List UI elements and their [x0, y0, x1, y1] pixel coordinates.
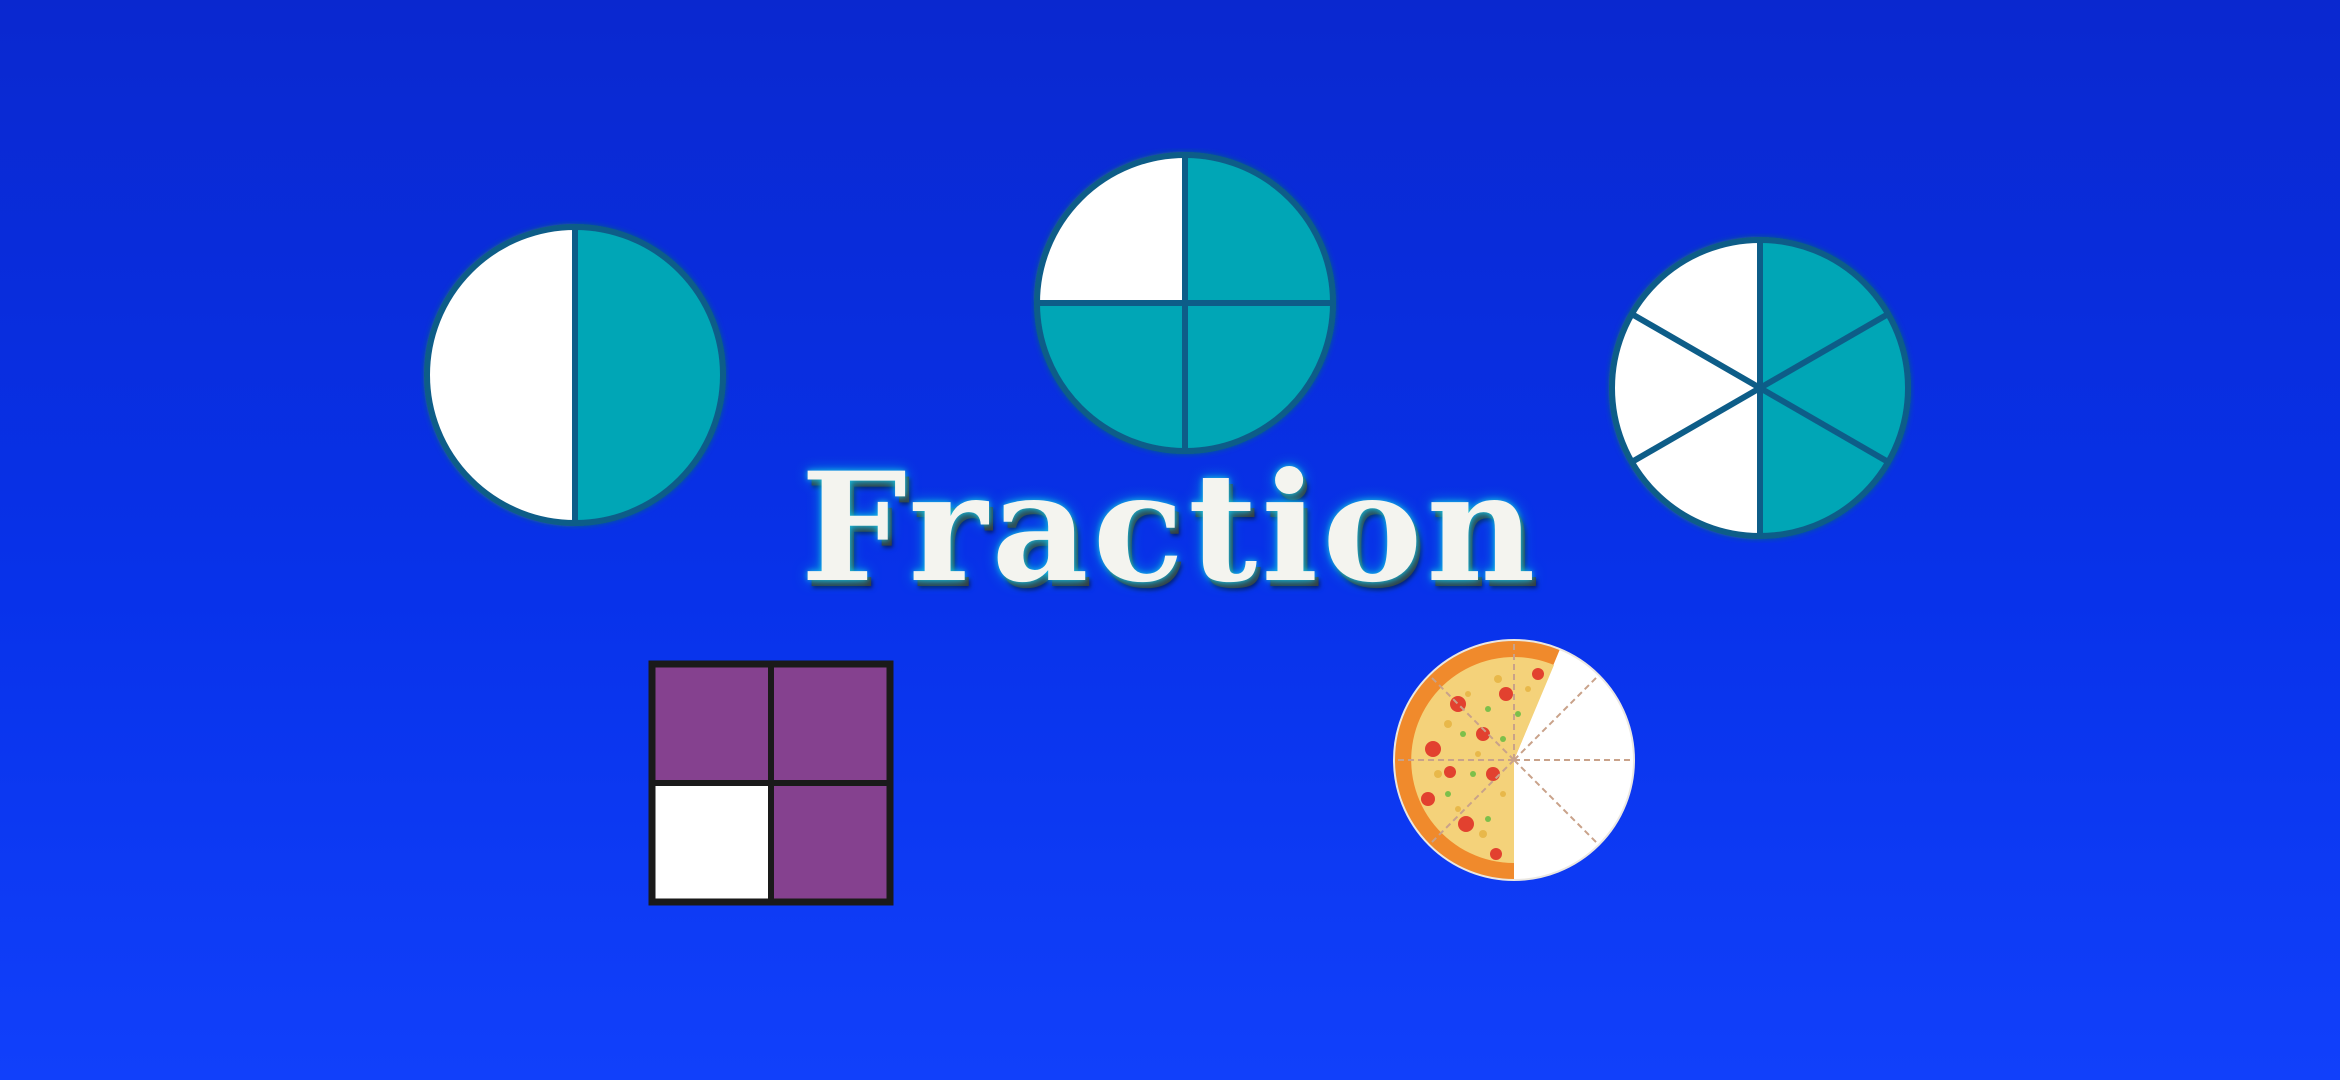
circle-sixths-icon: [1609, 237, 1911, 539]
circle-quarters-icon: [1034, 152, 1336, 454]
pizza-icon: [1393, 639, 1635, 881]
page-title: Fraction: [800, 440, 1540, 616]
quarter-circle-diagram: [1030, 148, 1340, 458]
sixth-circle-diagram: [1605, 233, 1915, 543]
circle-halves-icon: [424, 224, 726, 526]
half-circle-diagram: [420, 220, 730, 530]
square-grid-diagram: [648, 660, 894, 906]
square-quarters-icon: [648, 660, 894, 906]
pizza-diagram: [1388, 634, 1640, 886]
